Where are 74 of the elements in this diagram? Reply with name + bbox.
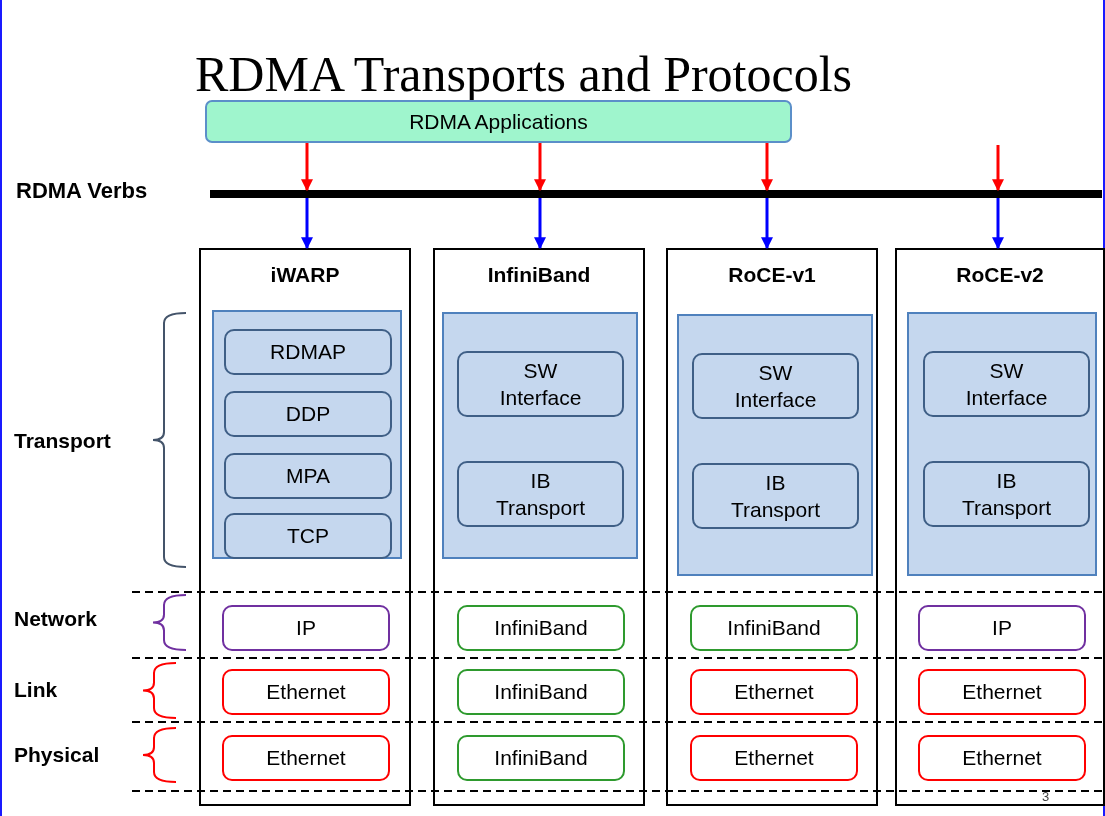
protocol-label: InfiniBand: [494, 745, 588, 772]
protocol-label: Ethernet: [734, 679, 814, 706]
protocol-label: Ethernet: [962, 745, 1042, 772]
protocol-box: [690, 735, 858, 781]
verbs-bar: [210, 190, 1102, 198]
protocol-label: Ethernet: [962, 679, 1042, 706]
protocol-label: SW Interface: [733, 359, 818, 413]
column-heading: InfiniBand: [486, 263, 592, 287]
protocol-label: IB Transport: [729, 469, 822, 523]
protocol-label: IP: [296, 615, 316, 642]
arrow: [761, 143, 773, 192]
transport-box: [677, 314, 873, 576]
protocol-box: [923, 461, 1090, 527]
arrow: [992, 198, 1004, 250]
protocol-box: [918, 669, 1086, 715]
protocol-box: [457, 735, 625, 781]
arrow: [761, 198, 773, 250]
protocol-box: [457, 351, 624, 417]
application-bar: [205, 100, 792, 143]
column-heading: iWARP: [269, 263, 341, 287]
protocol-box: [224, 391, 392, 437]
arrow: [534, 143, 546, 192]
protocol-label: IB Transport: [960, 467, 1053, 521]
protocol-column: [433, 248, 645, 806]
protocol-label: IB Transport: [494, 467, 587, 521]
protocol-label: SW Interface: [498, 357, 583, 411]
application-label: RDMA Applications: [409, 108, 588, 135]
column-heading: RoCE-v1: [727, 263, 817, 287]
arrow: [301, 143, 313, 192]
protocol-box: [224, 329, 392, 375]
protocol-label: InfiniBand: [494, 615, 588, 642]
title: RDMA Transports and Protocols: [195, 45, 853, 104]
arrow: [301, 198, 313, 250]
protocol-box: [690, 605, 858, 651]
protocol-label: TCP: [287, 523, 329, 550]
layer-label: RDMA Verbs: [16, 178, 148, 204]
transport-box: [907, 312, 1097, 576]
protocol-column: [199, 248, 411, 806]
protocol-box: [224, 513, 392, 559]
arrow: [992, 145, 1004, 192]
protocol-column: [666, 248, 878, 806]
protocol-box: [222, 605, 390, 651]
protocol-box: [224, 453, 392, 499]
protocol-box: [918, 605, 1086, 651]
protocol-box: [923, 351, 1090, 417]
protocol-box: [222, 669, 390, 715]
protocol-box: [457, 669, 625, 715]
layer-label: Link: [14, 678, 58, 702]
protocol-box: [457, 461, 624, 527]
protocol-column: [895, 248, 1105, 806]
protocol-label: InfiniBand: [494, 679, 588, 706]
page-number: 3: [1042, 789, 1050, 804]
protocol-label: RDMAP: [270, 339, 346, 366]
protocol-label: Ethernet: [266, 679, 346, 706]
layer-label: Physical: [14, 743, 100, 767]
protocol-label: InfiniBand: [727, 615, 821, 642]
protocol-label: DDP: [285, 401, 331, 428]
column-heading: RoCE-v2: [955, 263, 1045, 287]
protocol-box: [690, 669, 858, 715]
protocol-box: [918, 735, 1086, 781]
protocol-box: [692, 353, 859, 419]
protocol-label: MPA: [286, 463, 330, 490]
protocol-label: SW Interface: [964, 357, 1049, 411]
layer-label: Network: [14, 607, 97, 631]
layer-label: Transport: [14, 429, 111, 453]
transport-box: [212, 310, 402, 559]
protocol-label: IP: [992, 615, 1012, 642]
protocol-box: [692, 463, 859, 529]
protocol-label: Ethernet: [266, 745, 346, 772]
protocol-box: [222, 735, 390, 781]
arrow: [534, 198, 546, 250]
protocol-box: [457, 605, 625, 651]
protocol-label: Ethernet: [734, 745, 814, 772]
transport-box: [442, 312, 638, 559]
